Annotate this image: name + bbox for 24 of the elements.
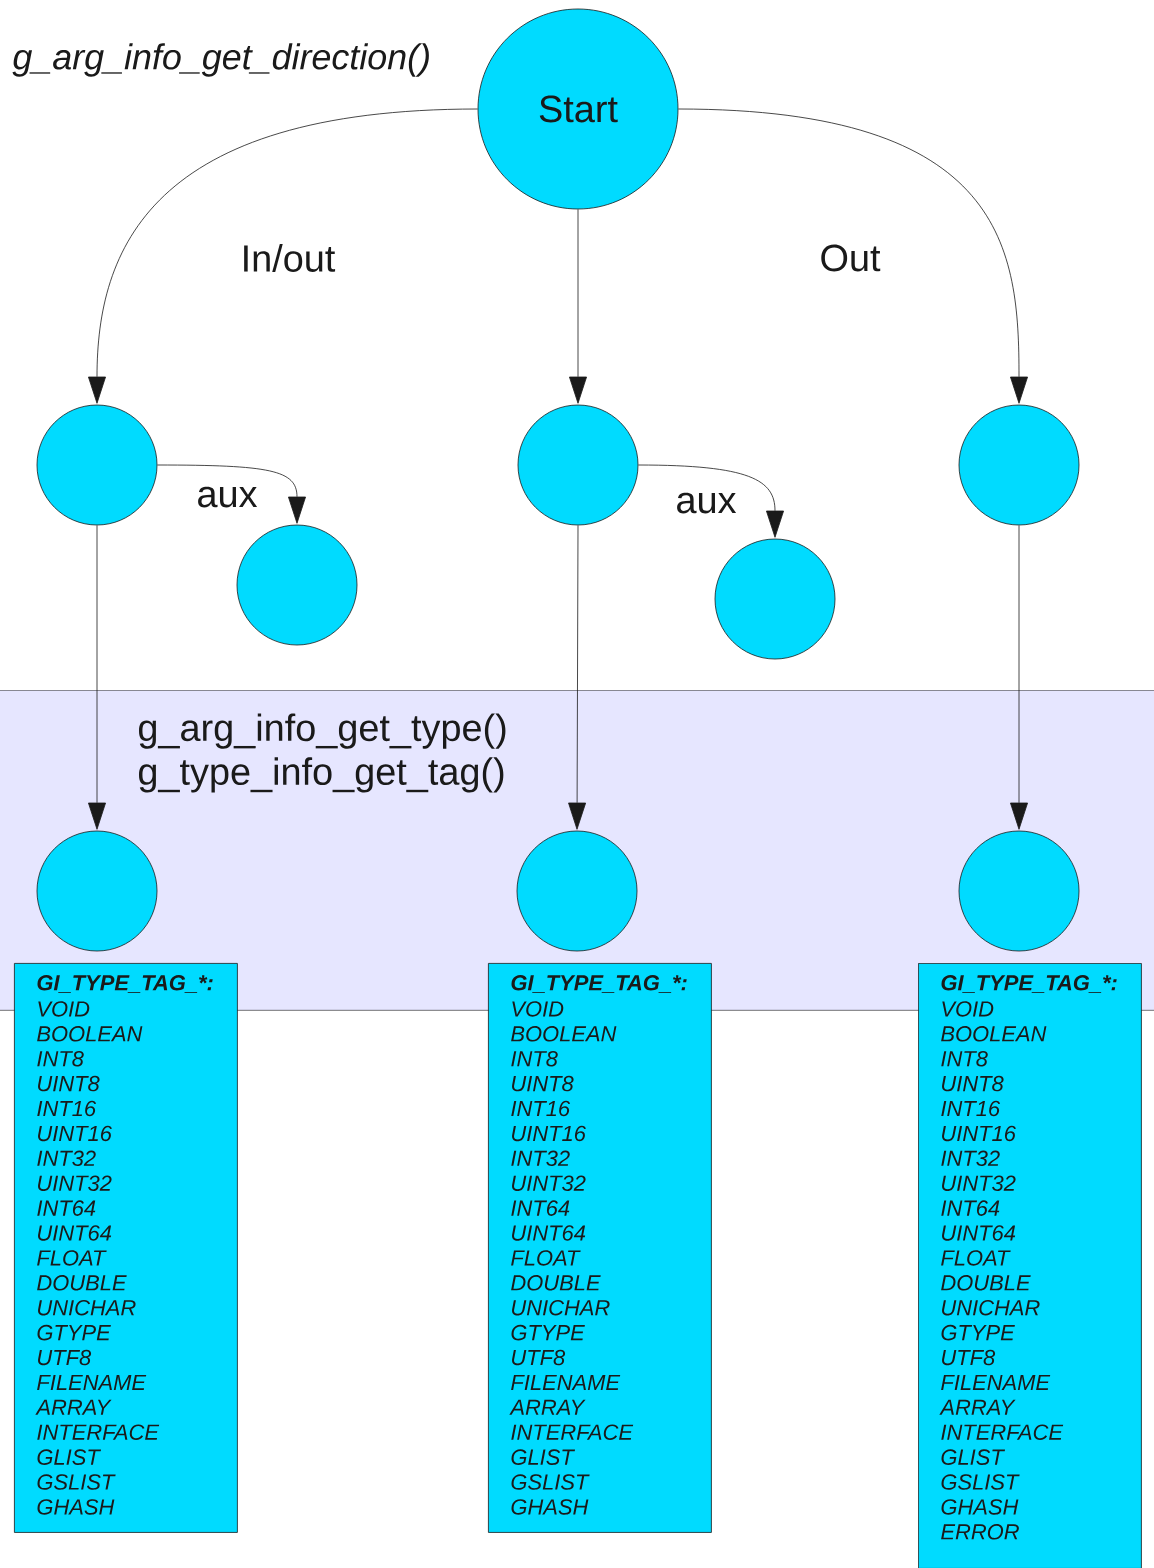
state-circle — [236, 524, 358, 646]
state-circle — [714, 538, 836, 660]
edge-label: In/out — [238, 242, 338, 274]
type-list-box: GI_TYPE_TAG_*: VOID BOOLEAN INT8 UINT8 INT16 UINT16 INT32 UINT32 INT64 UINT64 FLOAT DOUBLE UNICHAR GTYPE UTF8 FILENAME ARRAY INTERFACE GLIST GSLIST GHASH ERROR — [918, 963, 1142, 1568]
state-circle — [958, 830, 1080, 952]
state-circle — [516, 830, 638, 952]
arrow — [88, 525, 106, 830]
edge-label: aux — [194, 484, 260, 510]
arrow — [1010, 525, 1028, 830]
function-label: g_arg_info_get_direction() — [12, 43, 429, 77]
type-list-box: GI_TYPE_TAG_*: VOID BOOLEAN INT8 UINT8 INT16 UINT16 INT32 UINT32 INT64 UINT64 FLOAT DOUBLE UNICHAR GTYPE UTF8 FILENAME ARRAY INTERFACE GLIST GSLIST GHASH — [488, 963, 712, 1533]
state-circle — [36, 830, 158, 952]
arrow — [88, 108, 478, 404]
arrow — [157, 464, 306, 524]
arrow — [569, 209, 587, 404]
arrow — [638, 464, 784, 538]
edge-label: aux — [673, 490, 739, 516]
arrow — [568, 525, 587, 830]
state-circle — [36, 404, 158, 526]
state-circle — [958, 404, 1080, 526]
edge-label: Out — [817, 242, 883, 274]
state-circle — [517, 404, 639, 526]
arrow — [678, 108, 1028, 404]
type-list-box: GI_TYPE_TAG_*: VOID BOOLEAN INT8 UINT8 INT16 UINT16 INT32 UINT32 INT64 UINT64 FLOAT DOUBLE UNICHAR GTYPE UTF8 FILENAME ARRAY INTERFACE GLIST GSLIST GHASH — [14, 963, 238, 1533]
